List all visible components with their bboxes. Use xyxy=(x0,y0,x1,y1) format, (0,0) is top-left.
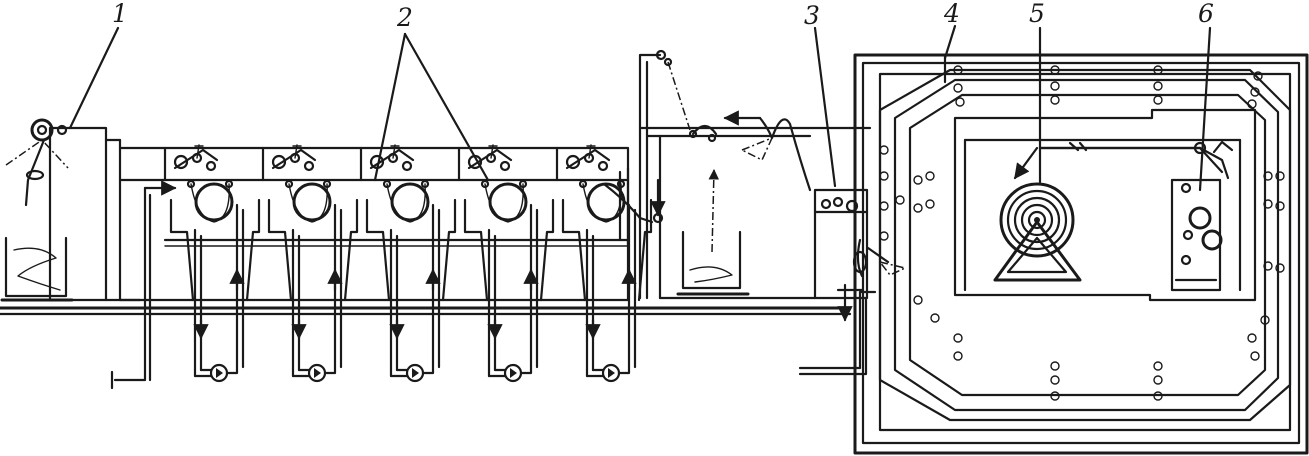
drum xyxy=(194,182,234,222)
wash-bath xyxy=(457,144,555,383)
callout-leaders xyxy=(68,24,1212,192)
wash-bath xyxy=(555,144,653,383)
wash-bath xyxy=(163,144,261,383)
batching-unit xyxy=(1170,140,1234,292)
drum xyxy=(292,182,332,222)
chamber xyxy=(853,53,1309,455)
callout-5: 5 xyxy=(1029,0,1045,28)
callout-3: 3 xyxy=(804,1,820,30)
wash-bath-bank xyxy=(118,146,630,302)
drum xyxy=(390,182,430,222)
callout-2: 2 xyxy=(396,3,413,32)
callout-4: 4 xyxy=(943,0,960,28)
feed-unit xyxy=(0,118,142,302)
supply-pipe xyxy=(113,186,147,382)
wash-bath xyxy=(261,144,359,383)
callout-6: 6 xyxy=(1198,0,1214,28)
drum xyxy=(488,182,528,222)
take-up-roll xyxy=(993,146,1082,282)
press-unit xyxy=(798,188,908,376)
intermediate-tower xyxy=(638,49,872,300)
guide-rolls xyxy=(879,65,1285,401)
drum xyxy=(586,182,626,222)
callout-1: 1 xyxy=(112,0,128,28)
